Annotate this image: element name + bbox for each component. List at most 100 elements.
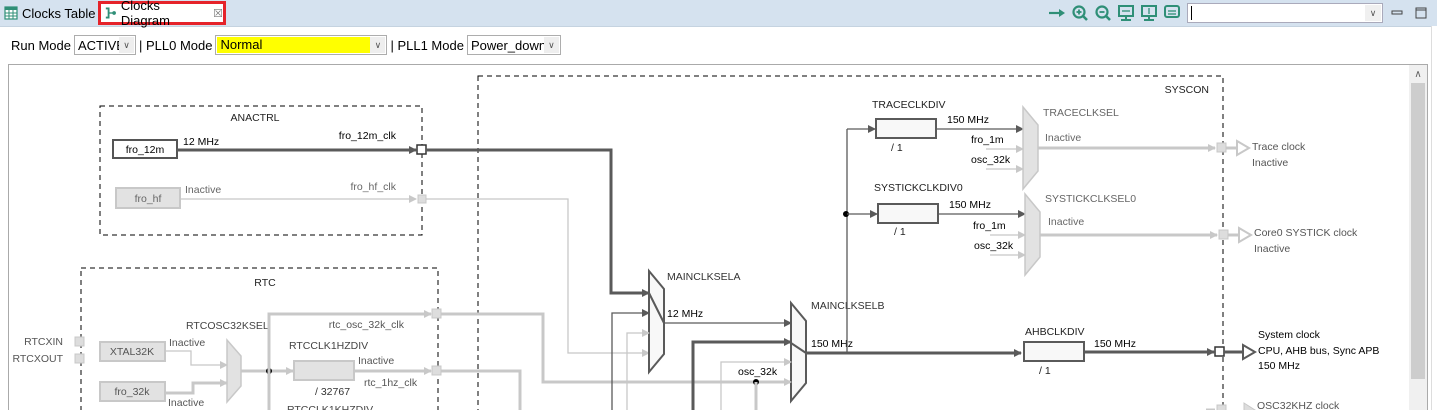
ahbclkdiv-ratio: / 1 <box>1039 365 1051 377</box>
traceclksel-state: Inactive <box>1045 132 1081 144</box>
frohf-label: fro_hf <box>135 193 162 205</box>
system-clock-label: System clock <box>1258 329 1321 341</box>
group-anactrl-label: ANACTRL <box>230 112 279 124</box>
pll0-mode-label: | PLL0 Mode <box>138 37 213 53</box>
port-rtc-osc32k-clk[interactable] <box>431 308 442 319</box>
systickclksel0-label: SYSTICKCLKSEL0 <box>1045 193 1136 205</box>
fro12m-freq: 12 MHz <box>183 136 219 148</box>
mux-systickclksel0[interactable] <box>1024 191 1041 278</box>
port-systick-clock[interactable] <box>1218 229 1229 240</box>
junction-dot <box>843 211 849 217</box>
group-rtc-label: RTC <box>254 277 276 289</box>
rtcclk1hzdiv-ratio: / 32767 <box>315 386 350 398</box>
wire-rtc-osc32k <box>267 310 432 371</box>
port-rtc-1hz-clk[interactable] <box>431 365 442 376</box>
trace-in3-label: osc_32k <box>971 154 1011 166</box>
port-frohf-clk[interactable] <box>417 194 427 204</box>
rtcosc32ksel-label: RTCOSC32KSEL <box>186 320 269 332</box>
trace-in2-label: fro_1m <box>971 134 1004 146</box>
pll0-mode-value: Normal <box>217 37 371 53</box>
ahbclkdiv-label: AHBCLKDIV <box>1025 326 1085 338</box>
output-trace-arrow <box>1236 139 1251 157</box>
clock-diagram: ANACTRL RTC SYSCON fro_12m 12 MHz fro_12… <box>12 75 1379 410</box>
port-trace-clock[interactable] <box>1216 142 1227 153</box>
zoom-out-icon[interactable] <box>1093 3 1113 23</box>
wire-frohf-to-mainclksela <box>426 198 650 357</box>
port-osc32khz-clock[interactable] <box>1216 404 1227 410</box>
fit-height-icon[interactable] <box>1139 3 1159 23</box>
trace-clock-label: Trace clock <box>1252 141 1306 153</box>
run-mode-select[interactable]: ACTIVE ∨ <box>73 35 136 55</box>
vertical-scrollbar[interactable]: ∧ <box>1409 65 1427 410</box>
output-osc32khz-arrow <box>1243 402 1256 410</box>
mux-traceclksel[interactable] <box>1022 104 1039 192</box>
fro12m-label: fro_12m <box>126 144 165 156</box>
mux-mainclkselb[interactable] <box>790 300 807 404</box>
frohf-out-label: fro_hf_clk <box>350 181 396 193</box>
diagram-search-combo[interactable]: ∨ <box>1187 3 1383 23</box>
systickclkdiv-ratio: / 1 <box>894 226 906 238</box>
arrow-right-icon[interactable] <box>1047 3 1067 23</box>
tab-label: Clocks Diagram <box>120 0 170 28</box>
systickclkdiv-block[interactable] <box>877 203 939 224</box>
wire-mainclksela-in2 <box>611 309 650 410</box>
rtcclk1hzdiv-state: Inactive <box>358 355 394 367</box>
group-anactrl <box>99 105 423 236</box>
xtal32k-label: XTAL32K <box>110 346 154 358</box>
close-tab-icon[interactable]: ☒ <box>213 7 223 20</box>
fit-width-icon[interactable] <box>1116 3 1136 23</box>
clock-diagram-canvas[interactable]: ANACTRL RTC SYSCON fro_12m 12 MHz fro_12… <box>8 64 1428 410</box>
pin-rtcxout[interactable] <box>74 353 85 364</box>
frohf-block[interactable] <box>115 187 181 209</box>
editor-tab-bar: Clocks Table Clocks Diagram ☒ ∨ <box>0 0 1437 28</box>
port-fro12m-clk[interactable] <box>416 144 427 155</box>
wire-1hz-out <box>441 369 522 410</box>
systick-in3-label: osc_32k <box>974 240 1014 252</box>
fro12m-out-label: fro_12m_clk <box>339 130 397 142</box>
pin-rtcxin[interactable] <box>74 336 85 347</box>
wire-mainclkselb-in3 <box>720 358 792 410</box>
maximize-icon[interactable] <box>1411 3 1431 23</box>
traceclkdiv-block[interactable] <box>875 118 937 139</box>
chevron-down-icon: ∨ <box>118 37 134 53</box>
output-system-arrow <box>1242 343 1257 361</box>
comment-icon[interactable] <box>1162 3 1182 23</box>
scroll-up-icon[interactable]: ∧ <box>1414 68 1422 80</box>
pll1-mode-select[interactable]: Power_down ∨ <box>466 35 561 55</box>
minimize-icon[interactable] <box>1387 3 1407 23</box>
pll1-mode-value: Power_down <box>470 37 547 53</box>
mux-mainclksela-path <box>648 292 665 324</box>
mainclkselb-freq: 150 MHz <box>811 338 853 350</box>
chevron-down-icon: ∨ <box>370 37 386 53</box>
pin-rtcxin-label: RTCXIN <box>24 336 63 348</box>
systick-clock-state: Inactive <box>1254 243 1290 255</box>
mainclksela-label: MAINCLKSELA <box>667 271 741 283</box>
traceclkdiv-ratio: / 1 <box>891 142 903 154</box>
frohf-state: Inactive <box>185 184 221 196</box>
tab-clocks-table[interactable]: Clocks Table <box>4 2 95 24</box>
mux-mainclksela[interactable] <box>648 268 665 375</box>
tab-clocks-diagram[interactable]: Clocks Diagram ☒ <box>98 0 226 28</box>
mux-rtcosc32ksel[interactable] <box>226 338 242 404</box>
chevron-down-icon: ∨ <box>543 37 559 53</box>
diagram-toolbar: ∨ <box>1047 3 1437 23</box>
group-syscon-label: SYSCON <box>1165 84 1209 96</box>
systickclkdiv-label: SYSTICKCLKDIV0 <box>874 182 963 194</box>
mux-mainclkselb-path <box>790 342 807 354</box>
scrollbar-thumb[interactable] <box>1411 83 1425 379</box>
tab-label: Clocks Table <box>22 5 96 21</box>
rtcclk1hzdiv-block[interactable] <box>293 360 355 381</box>
rtc-1hz-out-label: rtc_1hz_clk <box>364 377 418 389</box>
ahbclkdiv-block[interactable] <box>1023 341 1085 362</box>
chevron-down-icon[interactable]: ∨ <box>1365 5 1381 21</box>
wire-mainclkselb-pll <box>691 338 792 410</box>
text-caret <box>1191 6 1192 20</box>
zoom-in-icon[interactable] <box>1070 3 1090 23</box>
mainclkselb-label: MAINCLKSELB <box>811 300 885 312</box>
pll0-mode-select[interactable]: Normal ∨ <box>215 35 388 55</box>
port-system-clock[interactable] <box>1214 346 1225 357</box>
diagram-icon <box>105 7 116 19</box>
systick-in2-label: fro_1m <box>973 220 1006 232</box>
mainclksela-freq: 12 MHz <box>667 308 703 320</box>
wire-fro12m-to-mainclksela <box>426 148 650 297</box>
